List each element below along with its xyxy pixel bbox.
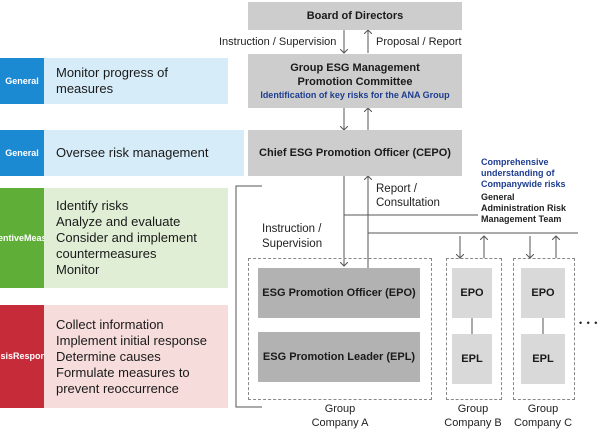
epo-b-label: EPO bbox=[460, 287, 484, 299]
instruction-supervision-top-label: Instruction / Supervision bbox=[219, 36, 337, 48]
band-line: Formulate measures to bbox=[56, 364, 190, 380]
label-line: Company B bbox=[444, 417, 502, 429]
epl-c-label: EPL bbox=[532, 353, 554, 365]
instruction-supervision-label: Instruction / Supervision bbox=[262, 222, 322, 252]
band-line: Oversee risk management bbox=[56, 145, 209, 160]
band-line: prevent reoccurrence bbox=[56, 380, 179, 396]
label-line: General bbox=[481, 192, 515, 202]
band-body: Oversee risk management bbox=[44, 130, 244, 176]
committee-line2: Promotion Committee bbox=[297, 75, 413, 88]
label-line: Group bbox=[527, 403, 559, 415]
band-body: Collect information Implement initial re… bbox=[44, 305, 228, 408]
committee-line1: Group ESG Management bbox=[290, 61, 420, 74]
board-label: Board of Directors bbox=[306, 10, 404, 22]
crisis-badge: Crisis Response bbox=[0, 305, 56, 408]
general-band-1: General Monitor progress of measures bbox=[0, 58, 228, 104]
epo-box-a: ESG Promotion Officer (EPO) bbox=[258, 268, 420, 318]
badge-line: Response bbox=[13, 351, 57, 361]
band-body: Identify risks Analyze and evaluate Cons… bbox=[44, 188, 228, 288]
proposal-report-label: Proposal / Report bbox=[376, 36, 462, 48]
label-line: understanding of bbox=[481, 168, 555, 178]
epl-box-a: ESG Promotion Leader (EPL) bbox=[258, 332, 420, 382]
band-line: Identify risks bbox=[56, 198, 129, 213]
preventive-band: Preventive Measures Identify risks Analy… bbox=[0, 188, 228, 288]
badge-line: Crisis bbox=[0, 351, 13, 361]
label-line: Consultation bbox=[376, 197, 440, 209]
band-line: countermeasures bbox=[56, 246, 157, 261]
cepo-box: Chief ESG Promotion Officer (CEPO) bbox=[248, 130, 462, 176]
crisis-band: Crisis Response Collect information Impl… bbox=[0, 305, 228, 408]
epo-c-label: EPO bbox=[531, 287, 555, 299]
label-line: Supervision bbox=[262, 238, 323, 250]
label-line: Management Team bbox=[481, 214, 562, 224]
label-line: Group bbox=[457, 403, 489, 415]
label-line: Group bbox=[324, 403, 356, 415]
company-a-label: Group Company A bbox=[300, 402, 380, 430]
ellipsis: • • • bbox=[579, 318, 599, 328]
label-line: Administration Risk bbox=[481, 203, 567, 213]
label-line: Company A bbox=[311, 417, 369, 429]
band-text: Monitor progress of measures bbox=[56, 58, 168, 104]
band-line: Monitor progress of bbox=[56, 65, 168, 80]
general-band-2: General Oversee risk management bbox=[0, 130, 244, 176]
band-line: Consider and implement bbox=[56, 230, 197, 245]
board-of-directors-box: Board of Directors bbox=[248, 2, 462, 30]
label-line: Companywide risks bbox=[481, 179, 566, 189]
cepo-label: Chief ESG Promotion Officer (CEPO) bbox=[259, 147, 451, 159]
company-c-frame bbox=[513, 258, 575, 400]
epo-box-b: EPO bbox=[452, 268, 492, 318]
band-line: measures bbox=[56, 81, 114, 96]
committee-sub: Identification of key risks for the ANA … bbox=[260, 89, 450, 100]
epl-a-label: ESG Promotion Leader (EPL) bbox=[262, 351, 416, 363]
band-line: Determine causes bbox=[56, 348, 161, 364]
company-b-label: Group Company B bbox=[436, 402, 510, 430]
band-text: Oversee risk management bbox=[56, 130, 208, 176]
committee-box: Group ESG Management Promotion Committee… bbox=[248, 54, 462, 108]
company-b-frame bbox=[446, 258, 502, 400]
label-line: Comprehensive bbox=[481, 157, 549, 167]
label-line: Company C bbox=[513, 417, 573, 429]
epo-box-c: EPO bbox=[521, 268, 565, 318]
comprehensive-label: Comprehensive understanding of Companywi… bbox=[481, 157, 566, 190]
band-text: Identify risks Analyze and evaluate Cons… bbox=[56, 188, 197, 288]
band-line: Monitor bbox=[56, 262, 100, 277]
badge-line: Preventive bbox=[0, 232, 24, 243]
epo-a-label: ESG Promotion Officer (EPO) bbox=[262, 287, 416, 299]
company-c-label: Group Company C bbox=[508, 402, 578, 430]
report-consultation-label: Report / Consultation bbox=[376, 182, 440, 210]
risk-team-label: General Administration Risk Management T… bbox=[481, 192, 566, 225]
label-line: Instruction / bbox=[262, 223, 322, 235]
epl-box-c: EPL bbox=[521, 334, 565, 384]
bracket-line bbox=[235, 185, 262, 408]
company-a-frame bbox=[248, 258, 432, 400]
label-line: Report / bbox=[376, 183, 417, 195]
epl-b-label: EPL bbox=[461, 353, 483, 365]
band-line: Implement initial response bbox=[56, 332, 208, 348]
band-text: Collect information Implement initial re… bbox=[56, 305, 207, 408]
general-badge-1: General bbox=[0, 58, 44, 104]
band-line: Analyze and evaluate bbox=[56, 214, 181, 229]
band-line: Collect information bbox=[56, 316, 164, 332]
epl-box-b: EPL bbox=[452, 334, 492, 384]
band-body: Monitor progress of measures bbox=[44, 58, 228, 104]
general-badge-2: General bbox=[0, 130, 44, 176]
